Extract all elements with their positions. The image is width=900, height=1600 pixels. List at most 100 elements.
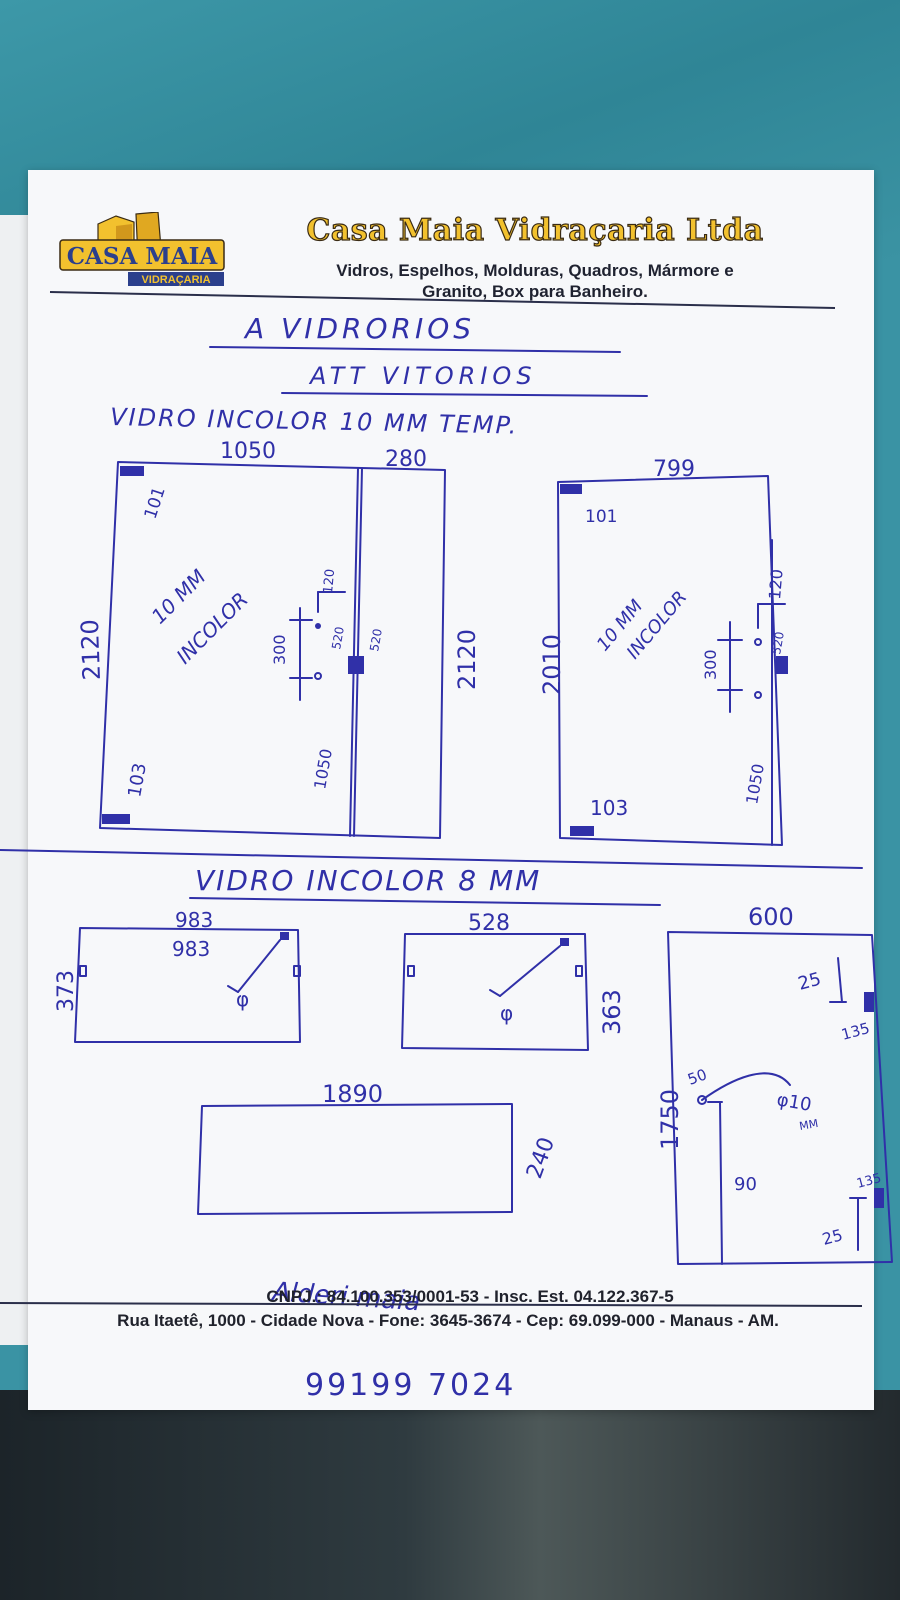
- panel1-bottom-offset: 1050: [310, 747, 336, 790]
- panel-b-height: 363: [598, 989, 626, 1035]
- panel2-hole-gap: 520: [769, 631, 787, 656]
- section2-underline: [189, 897, 661, 906]
- panel-d-hole-leader: [701, 1072, 791, 1101]
- panel2-bottom-corner-mark: [570, 826, 594, 836]
- logo-text: CASA MAIA: [67, 243, 219, 270]
- panel-b-hinge-top: [560, 938, 569, 946]
- panel-d-top-offset-line: [837, 957, 843, 1003]
- footer-cnpj: CNPJ.: 84.100.353/0001-53 - Insc. Est. 0…: [266, 1287, 674, 1306]
- panel1-hole-1: [315, 623, 321, 629]
- panel1-extra-width: 280: [385, 447, 427, 472]
- panel1-material-1: 10 MM: [147, 565, 211, 629]
- panel-c-height: 240: [522, 1134, 560, 1182]
- panel1-hole-spacing: 300: [270, 634, 289, 665]
- panel-b-width: 528: [468, 911, 510, 936]
- panel2-hole-2: [754, 691, 762, 699]
- panel-a-side-mark-left: [79, 965, 87, 977]
- order-attention: ATT VITORIOS: [308, 362, 537, 390]
- panel-c-width: 1890: [322, 1080, 383, 1108]
- panel1-divider-2: [353, 467, 363, 837]
- section1-title: VIDRO INCOLOR 10 MM TEMP.: [110, 403, 519, 440]
- footer-address: Rua Itaetê, 1000 - Cidade Nova - Fone: 3…: [117, 1311, 779, 1330]
- floor-background: [0, 1390, 900, 1600]
- panel1-corner-top: 101: [141, 485, 170, 522]
- panel-b-side-mark-left: [407, 965, 415, 977]
- panel-a-hinge-top: [280, 932, 289, 940]
- panel1-width: 1050: [220, 439, 276, 464]
- panel2-outline: [557, 475, 783, 846]
- panel2-bottom-offset: 1050: [742, 762, 768, 805]
- panel1-height-right: 2120: [453, 629, 481, 690]
- panel-b-side-mark-right: [575, 965, 583, 977]
- panel-d-handle-line: [719, 1101, 723, 1265]
- panel1-outline: [99, 461, 446, 839]
- section-divider: [0, 849, 863, 869]
- panel-d-hole: [697, 1095, 707, 1105]
- panel2-hole-spacing: 300: [701, 649, 720, 680]
- panel-8mm-2: 528 363 φ: [401, 911, 626, 1051]
- panel2-hole-1: [754, 638, 762, 646]
- panel-b-hole-leader: [499, 945, 561, 997]
- handwritten-phone: 99199 7024: [305, 1368, 516, 1403]
- panel2-hinge-mark: [776, 656, 788, 674]
- panel-d-top-hinge-label: 135: [839, 1019, 871, 1044]
- attention-underline: [281, 392, 648, 397]
- panel-c-outline: [197, 1103, 513, 1215]
- panel1-bottom-corner-mark: [102, 814, 130, 824]
- panel2-corner-bottom: 103: [590, 796, 628, 820]
- panel-a-width-top: 983: [175, 908, 213, 932]
- panel-a-hole-leader: [237, 939, 281, 993]
- panel-8mm-3: 1890 240: [197, 1080, 560, 1215]
- panel-8mm-1: 983 983 373 φ: [54, 908, 301, 1043]
- panel-a-height: 373: [54, 970, 79, 1012]
- panel2-top-corner-mark: [560, 484, 582, 494]
- panel1-hinge-label: 520: [367, 628, 385, 653]
- panel1-hole-2: [314, 672, 322, 680]
- panel-d-hole-label-2: MM: [798, 1117, 819, 1133]
- panel-a-hole-leader-2: [227, 985, 239, 993]
- panel-10mm-1: 1050 280 2120 2120 101 103 10 MM INCOLOR…: [76, 439, 481, 839]
- panel-d-width: 600: [748, 903, 794, 931]
- panel-b-outline: [401, 933, 589, 1051]
- panel1-hinge-mark: [348, 656, 364, 674]
- panel2-corner-top: 101: [585, 507, 617, 527]
- panel-d-bottom-hinge-label: 135: [855, 1171, 883, 1192]
- panel-d-bottom-offset: 25: [820, 1225, 845, 1249]
- panel-d-outline: [667, 931, 893, 1265]
- panel2-height: 2010: [538, 634, 566, 695]
- company-services-line1: Vidros, Espelhos, Molduras, Quadros, Már…: [336, 261, 734, 280]
- company-services: Vidros, Espelhos, Molduras, Quadros, Már…: [240, 260, 830, 302]
- panel1-top-corner-mark: [120, 466, 144, 476]
- panel-d-handle: 90: [734, 1174, 757, 1195]
- recipient-underline: [209, 346, 621, 353]
- logo-subtext: VIDRAÇARIA: [141, 274, 210, 286]
- company-name: Casa Maia Vidraçaria Ltda: [306, 212, 764, 248]
- panel1-corner-bottom: 103: [124, 761, 151, 798]
- panel-a-hole-label: φ: [236, 987, 249, 1011]
- section2-title: VIDRO INCOLOR 8 MM: [195, 864, 541, 897]
- company-services-line2: Granito, Box para Banheiro.: [422, 282, 648, 301]
- panel1-hole-gap: 520: [329, 626, 347, 651]
- panel-10mm-2: 799 2010 101 103 10 MM INCOLOR 300 120 5…: [538, 457, 788, 846]
- panel2-hole-offset: 120: [765, 568, 787, 600]
- footer-rule: [0, 1302, 863, 1307]
- panel-d-bottom-hinge: [874, 1188, 884, 1208]
- order-recipient: A VIDRORIOS: [243, 312, 475, 345]
- panel-d-top-offset: 25: [796, 969, 824, 995]
- panel1-hole-offset: 120: [321, 568, 338, 594]
- panel-8mm-4: 600 1750 25 135 50 φ10 MM 90 135 25: [656, 903, 893, 1265]
- panel-a-width-inner: 983: [172, 937, 210, 961]
- header-rule: [49, 291, 836, 309]
- panel1-height-left: 2120: [76, 619, 106, 681]
- panel-a-side-mark-right: [293, 965, 301, 977]
- panel2-width: 799: [653, 457, 695, 482]
- casa-maia-logo: CASA MAIA VIDRAÇARIA: [59, 212, 225, 286]
- panel-d-height: 1750: [656, 1089, 684, 1150]
- panel-d-hole-offset: 50: [685, 1065, 709, 1088]
- panel-b-hole-leader-2: [489, 989, 501, 997]
- panel-b-hole-label: φ: [500, 1001, 513, 1025]
- panel-d-hole-label-1: φ10: [775, 1089, 813, 1116]
- paper-sheet: [28, 170, 874, 1410]
- panel-d-top-hinge: [864, 992, 874, 1012]
